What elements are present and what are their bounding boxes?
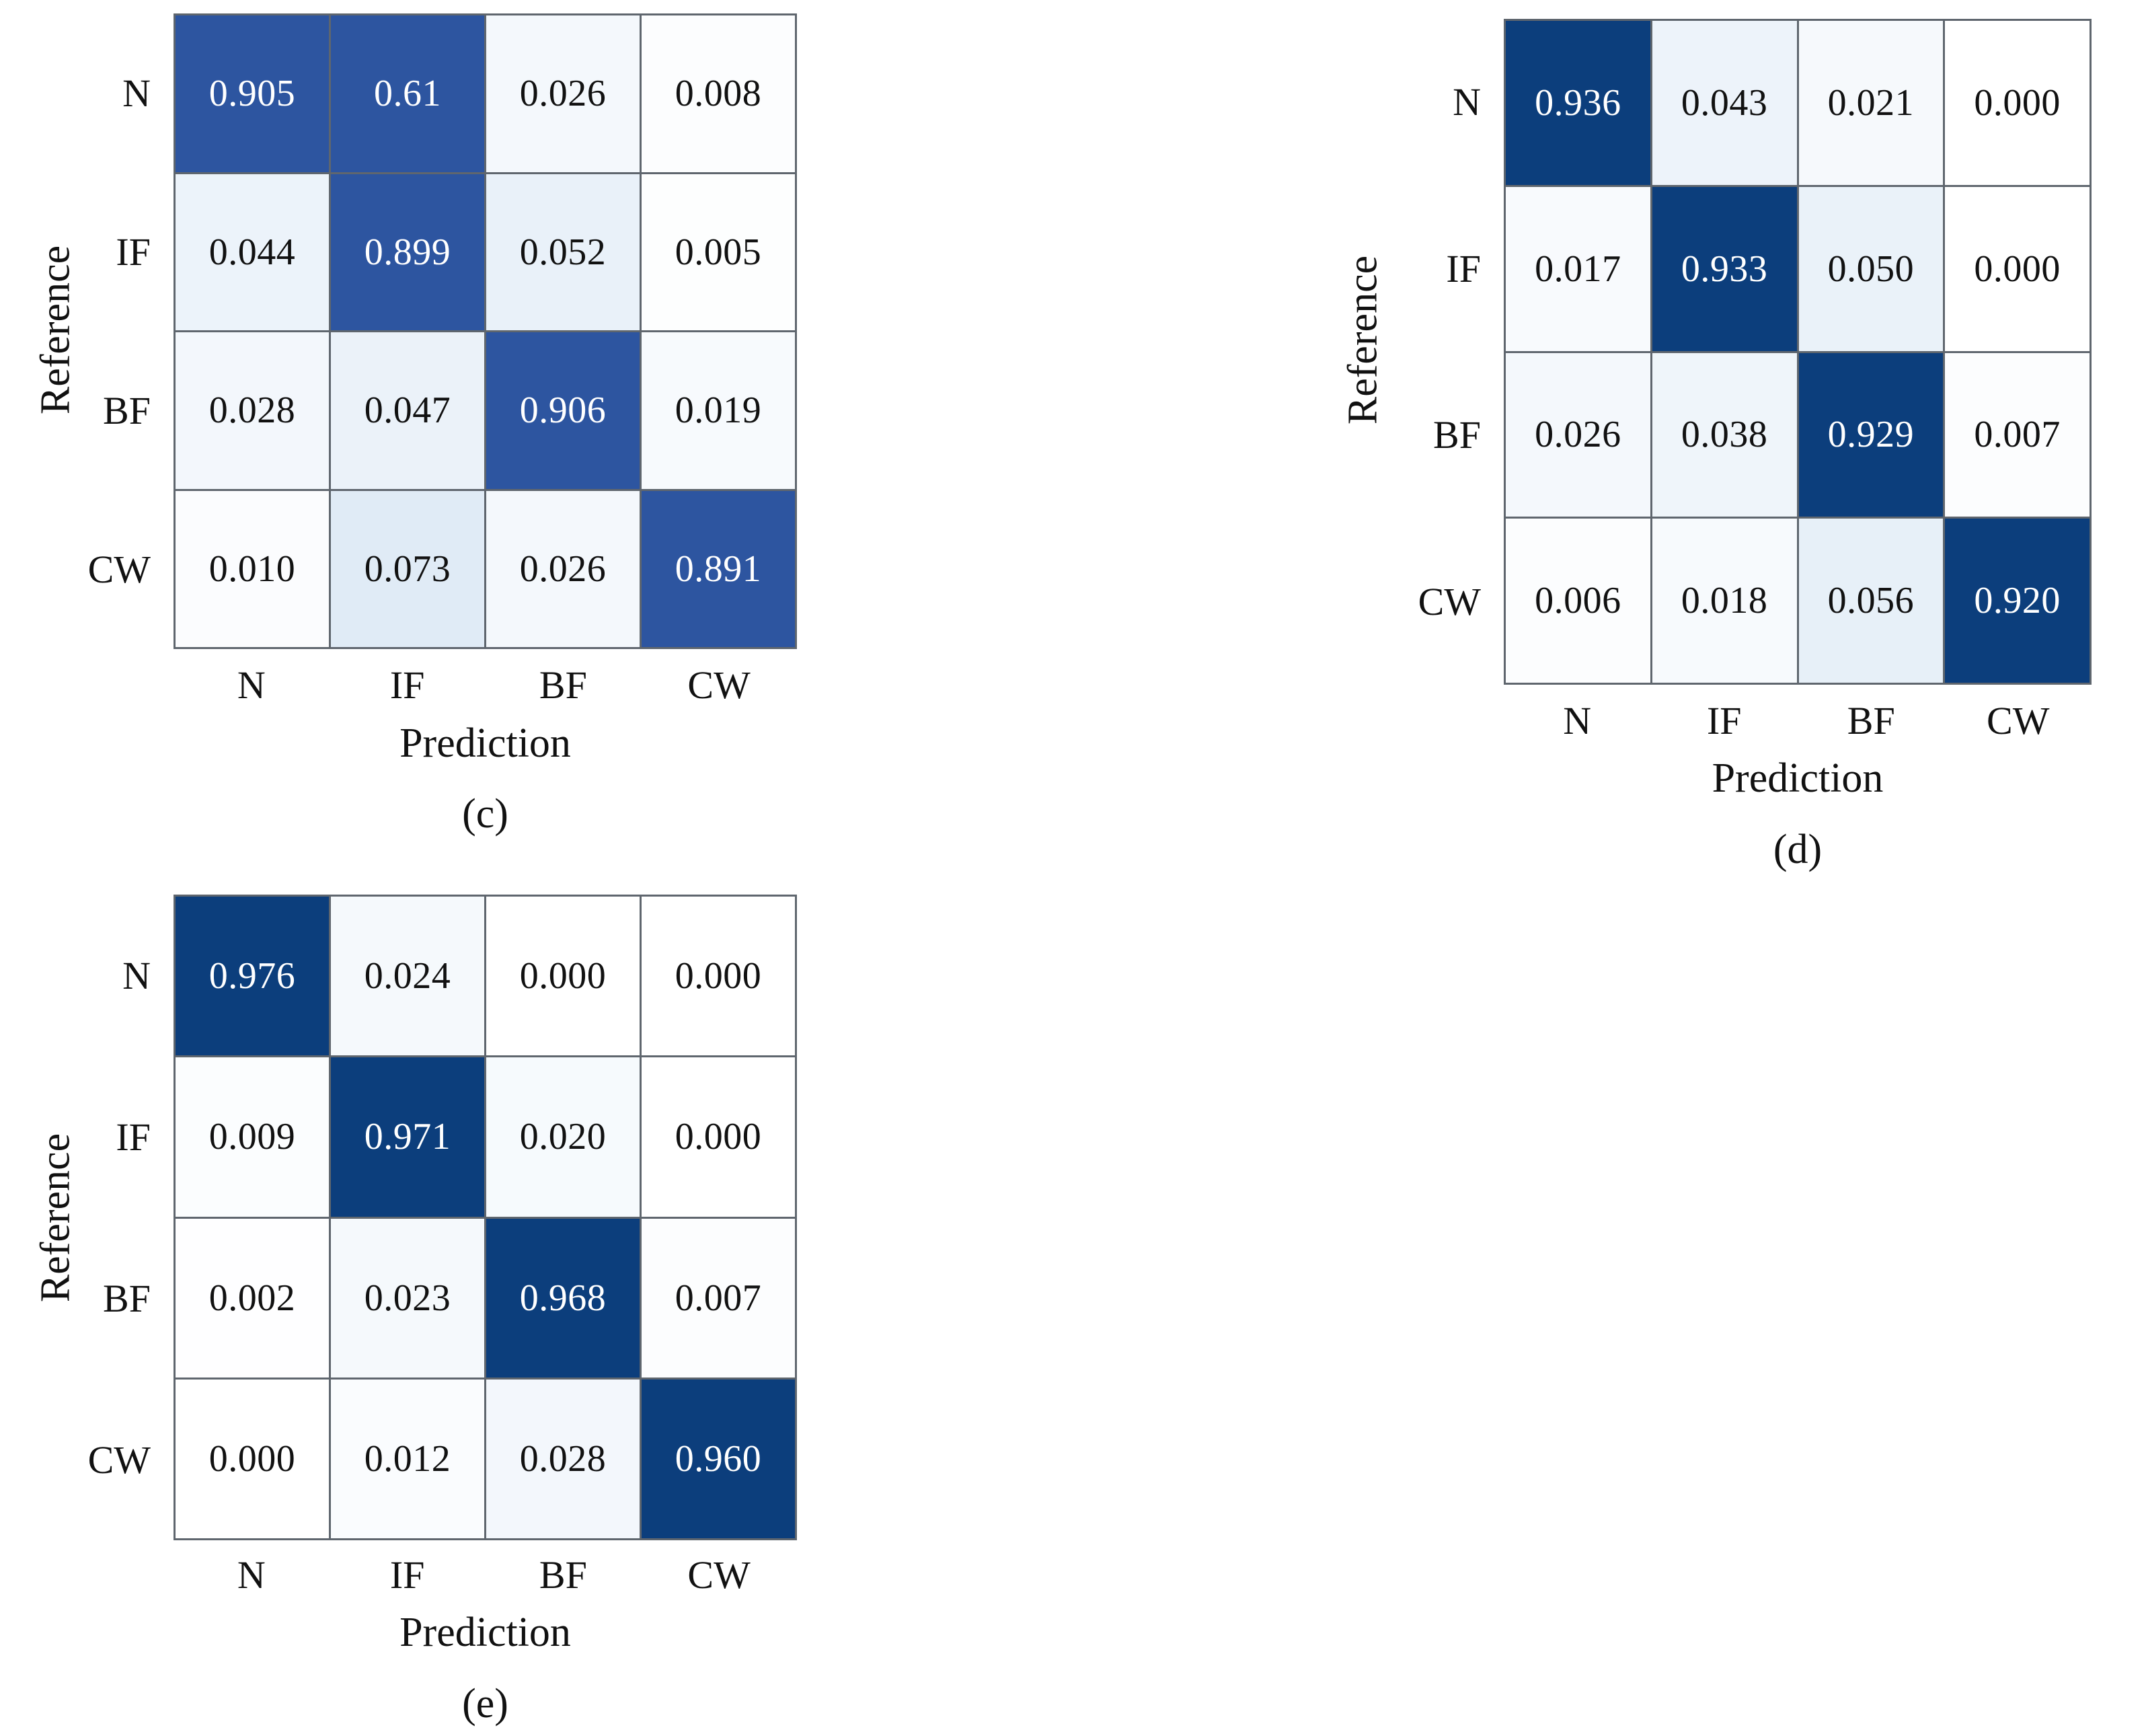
row-label-bf: BF: [103, 1276, 151, 1320]
x-axis-title-c: Prediction: [399, 720, 571, 766]
row-label-bf: BF: [103, 389, 151, 433]
matrix-cell: 0.008: [642, 15, 795, 172]
matrix-cell: 0.000: [176, 1379, 329, 1538]
matrix-cell: 0.920: [1945, 519, 2090, 683]
col-label-if: IF: [389, 1553, 425, 1597]
matrix-cell: 0.929: [1798, 352, 1944, 517]
matrix-cell: 0.000: [1945, 21, 2090, 185]
row-label-cw: CW: [87, 1437, 151, 1482]
matrix-cell: 0.073: [331, 490, 484, 647]
matrix-cell: 0.976: [176, 897, 329, 1056]
matrix-cell: 0.891: [642, 490, 795, 647]
column-labels-d: N IF BF CW: [1504, 698, 2092, 743]
row-label-if: IF: [116, 1115, 151, 1159]
col-label-bf: BF: [539, 663, 587, 707]
matrix-cell: 0.017: [1506, 186, 1650, 351]
matrix-cell: 0.002: [176, 1218, 329, 1378]
row-label-n: N: [1453, 80, 1481, 124]
matrix-cell: 0.971: [331, 1057, 484, 1217]
matrix-cell: 0.005: [642, 174, 795, 330]
col-label-if: IF: [1706, 699, 1742, 743]
col-label-n: N: [237, 663, 266, 707]
matrix-cell: 0.61: [331, 15, 484, 172]
row-labels-c: N IF BF CW: [39, 13, 174, 649]
col-label-cw: CW: [687, 1553, 751, 1597]
matrix-cell: 0.018: [1652, 519, 1797, 683]
row-label-n: N: [122, 71, 151, 115]
row-labels-d: N IF BF CW: [1369, 19, 1504, 685]
matrix-cell: 0.038: [1652, 352, 1797, 517]
matrix-cell: 0.000: [642, 1057, 795, 1217]
row-label-if: IF: [1446, 246, 1481, 291]
matrix-cell: 0.968: [486, 1218, 640, 1378]
matrix-cell: 0.009: [176, 1057, 329, 1217]
col-label-if: IF: [389, 663, 425, 707]
matrix-cell: 0.936: [1506, 21, 1650, 185]
column-labels-e: N IF BF CW: [174, 1552, 797, 1597]
col-label-bf: BF: [1847, 699, 1895, 743]
matrix-cell: 0.026: [486, 490, 640, 647]
panel-caption-c: (c): [462, 791, 508, 837]
col-label-bf: BF: [539, 1553, 587, 1597]
matrix-cell: 0.000: [1945, 186, 2090, 351]
matrix-cell: 0.007: [1945, 352, 2090, 517]
matrix-cell: 0.043: [1652, 21, 1797, 185]
matrix-cell: 0.056: [1798, 519, 1944, 683]
column-labels-c: N IF BF CW: [174, 663, 797, 708]
matrix-cell: 0.020: [486, 1057, 640, 1217]
matrix-cell: 0.906: [486, 332, 640, 489]
x-axis-title-d: Prediction: [1712, 755, 1884, 801]
matrix-cell: 0.028: [486, 1379, 640, 1538]
matrix-cell: 0.000: [486, 897, 640, 1056]
matrix-cell: 0.026: [1506, 352, 1650, 517]
matrix-cell: 0.933: [1652, 186, 1797, 351]
matrix-cell: 0.019: [642, 332, 795, 489]
matrix-cell: 0.052: [486, 174, 640, 330]
matrix-cell: 0.047: [331, 332, 484, 489]
row-label-if: IF: [116, 229, 151, 274]
matrix-cell: 0.023: [331, 1218, 484, 1378]
panel-caption-d: (d): [1773, 827, 1823, 872]
col-label-cw: CW: [1987, 699, 2050, 743]
matrix-cell: 0.012: [331, 1379, 484, 1538]
matrix-cell: 0.000: [642, 897, 795, 1056]
matrix-cell: 0.006: [1506, 519, 1650, 683]
matrix-cell: 0.960: [642, 1379, 795, 1538]
row-labels-e: N IF BF CW: [39, 895, 174, 1540]
matrix-cell: 0.050: [1798, 186, 1944, 351]
matrix-cell: 0.044: [176, 174, 329, 330]
row-label-bf: BF: [1433, 413, 1481, 457]
matrix-cell: 0.899: [331, 174, 484, 330]
matrix-cell: 0.026: [486, 15, 640, 172]
matrix-cell: 0.007: [642, 1218, 795, 1378]
col-label-cw: CW: [687, 663, 751, 707]
matrix-cell: 0.024: [331, 897, 484, 1056]
x-axis-title-e: Prediction: [399, 1610, 571, 1655]
col-label-n: N: [1563, 699, 1592, 743]
matrix-cell: 0.010: [176, 490, 329, 647]
panel-caption-e: (e): [462, 1681, 508, 1727]
row-label-n: N: [122, 953, 151, 997]
matrix-cell: 0.905: [176, 15, 329, 172]
col-label-n: N: [237, 1553, 266, 1597]
matrix-cell: 0.021: [1798, 21, 1944, 185]
row-label-cw: CW: [1418, 579, 1481, 624]
matrix-cell: 0.028: [176, 332, 329, 489]
row-label-cw: CW: [87, 548, 151, 592]
